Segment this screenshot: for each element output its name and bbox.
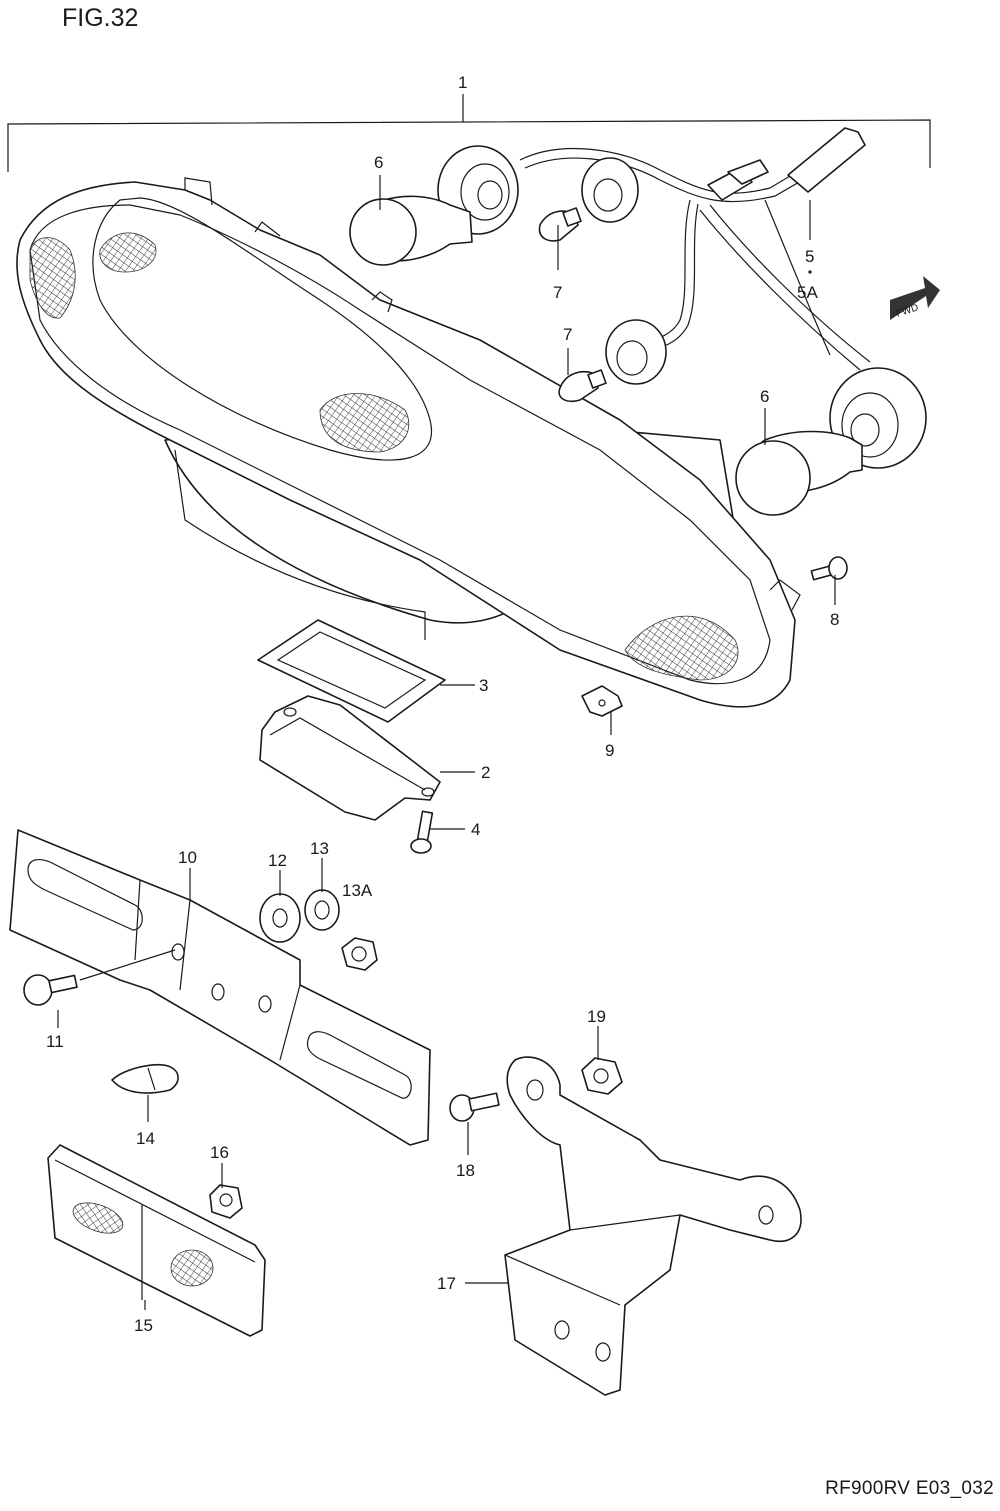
screw: [810, 556, 848, 581]
label-part-8: 8: [830, 610, 839, 629]
part-labels: 1 6 7 7 5 5A 6 8 9 3 2 4 10 12 13 13A 11…: [46, 73, 839, 1335]
label-part-3: 3: [479, 676, 488, 695]
screw: [23, 949, 176, 1006]
label-part-18: 18: [456, 1161, 475, 1180]
label-part-16: 16: [210, 1143, 229, 1162]
nut: [581, 1057, 623, 1095]
figure-title: FIG.32: [62, 4, 139, 32]
label-part-4: 4: [471, 820, 480, 839]
label-part-5: 5: [805, 247, 814, 266]
label-part-17: 17: [437, 1274, 456, 1293]
label-part-15: 15: [134, 1316, 153, 1335]
gasket: [257, 619, 446, 723]
label-part-12: 12: [268, 851, 287, 870]
label-part-13a: 13A: [342, 881, 373, 900]
license-lamp-lens: [259, 695, 441, 821]
label-part-10: 10: [178, 848, 197, 867]
bulb-large-upper: [349, 195, 473, 266]
bulb-large-lower: [735, 430, 863, 516]
bulb-socket-lower-mid: [605, 319, 667, 385]
bulb-small-upper: [538, 207, 582, 242]
label-part-13: 13: [310, 839, 329, 858]
label-part-6: 6: [760, 387, 769, 406]
bulb-socket-upper-mid: [581, 157, 639, 223]
label-part-1: 1: [458, 73, 467, 92]
label-part-7: 7: [553, 283, 562, 302]
washer: [259, 893, 301, 943]
screw: [410, 810, 434, 854]
label-part-9: 9: [605, 741, 614, 760]
label-part-5a: 5A: [797, 283, 818, 302]
label-part-14: 14: [136, 1129, 155, 1148]
label-part-6: 6: [374, 153, 383, 172]
screw: [449, 1092, 500, 1122]
mounting-bracket: [504, 1056, 802, 1396]
label-part-19: 19: [587, 1007, 606, 1026]
clip-nut: [581, 685, 623, 717]
nut: [209, 1184, 243, 1219]
taillight-housing: [16, 177, 801, 708]
forward-arrow-icon: FWD: [890, 276, 940, 320]
leader-lines: [57, 175, 836, 1310]
bulb-small-lower: [558, 369, 607, 403]
figure-code: RF900RV E03_032: [825, 1478, 994, 1499]
label-part-11: 11: [46, 1032, 64, 1051]
nut: [304, 889, 340, 931]
label-part-7: 7: [563, 325, 572, 344]
nut: [341, 937, 378, 971]
rear-reflector: [47, 1144, 266, 1337]
assembly-bracket: [7, 94, 931, 172]
label-part-2: 2: [481, 763, 490, 782]
reflector-clip: [111, 1064, 179, 1094]
wiring-harness: [519, 127, 871, 371]
